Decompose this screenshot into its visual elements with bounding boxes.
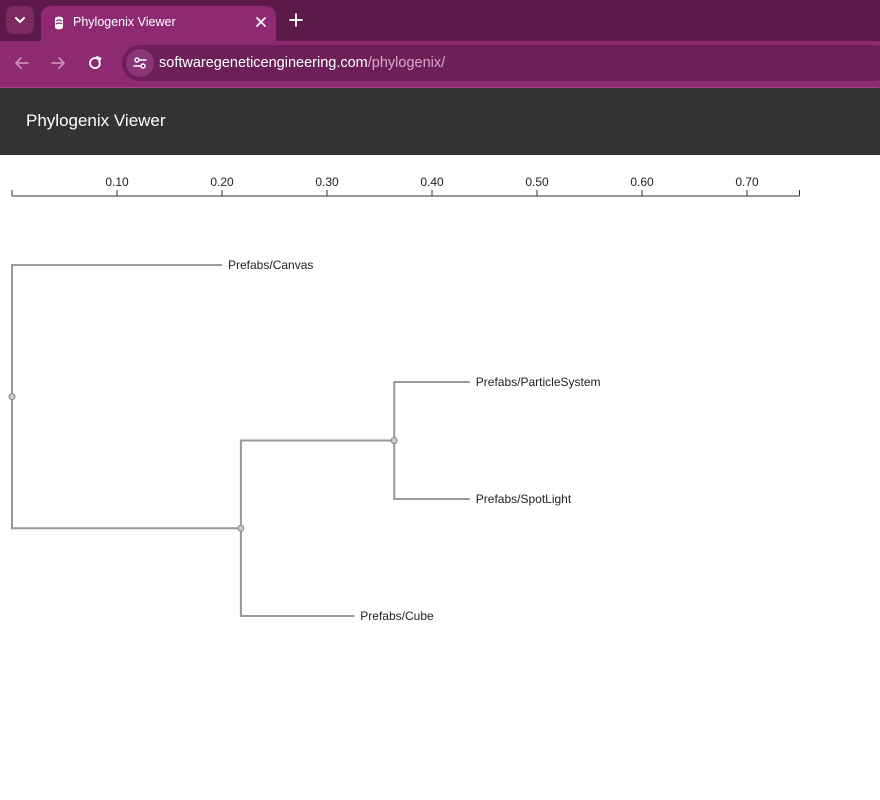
plus-icon (289, 13, 303, 27)
site-info-button[interactable] (126, 49, 154, 77)
tab-title: Phylogenix Viewer (73, 15, 176, 29)
axis-tick-label: 0.40 (420, 175, 444, 189)
tune-icon (133, 57, 147, 69)
address-bar[interactable]: softwaregeneticengineering.com/phylogeni… (122, 45, 880, 81)
app-title: Phylogenix Viewer (26, 111, 166, 130)
tree-node[interactable] (8, 393, 16, 401)
leaf-label[interactable]: Prefabs/SpotLight (476, 492, 572, 506)
tree-branch (239, 528, 355, 617)
leaf-label[interactable]: Prefabs/ParticleSystem (476, 375, 601, 389)
back-button[interactable] (11, 52, 33, 74)
tree-canvas: 0.10 0.20 0.30 0.40 0.50 0.60 0.70Prefabs/Canv… (8, 175, 800, 623)
tab-search-button[interactable] (6, 6, 34, 34)
browser-toolbar: softwaregeneticengineering.com/phylogeni… (0, 41, 880, 89)
axis-tick-label: 0.10 (105, 175, 129, 189)
reload-button[interactable] (84, 52, 106, 74)
tree-branch (393, 381, 470, 441)
new-tab-button[interactable] (285, 9, 307, 31)
arrow-right-icon (51, 57, 65, 69)
browser-tab-active[interactable]: Phylogenix Viewer (41, 6, 276, 41)
reload-icon (89, 56, 102, 69)
tree-branch (393, 440, 470, 500)
arrow-left-icon (15, 57, 29, 69)
close-tab-button[interactable] (252, 13, 270, 31)
tree-node[interactable] (237, 524, 245, 532)
axis-tick-label: 0.70 (735, 175, 759, 189)
tree-branch (239, 439, 395, 529)
url-host: softwaregeneticengineering.com (159, 55, 368, 71)
app-header: Phylogenix Viewer (0, 88, 880, 155)
axis-tick-label: 0.60 (630, 175, 654, 189)
forward-button[interactable] (47, 52, 69, 74)
close-icon (256, 17, 266, 27)
tree-branch (11, 264, 222, 397)
browser-tabstrip: Phylogenix Viewer (0, 0, 880, 41)
leaf-label[interactable]: Prefabs/Cube (360, 609, 434, 623)
chevron-down-icon (15, 17, 25, 23)
tree-node[interactable] (390, 437, 398, 444)
url-text[interactable]: softwaregeneticengineering.com/phylogeni… (159, 55, 445, 71)
axis-tick-label: 0.20 (210, 175, 234, 189)
tree-branch (11, 396, 241, 530)
axis-tick-label: 0.30 (315, 175, 339, 189)
leaf-label[interactable]: Prefabs/Canvas (228, 258, 313, 272)
axis-tick-label: 0.50 (525, 175, 549, 189)
url-path: /phylogenix/ (367, 55, 446, 71)
app-favicon-icon (55, 16, 63, 30)
